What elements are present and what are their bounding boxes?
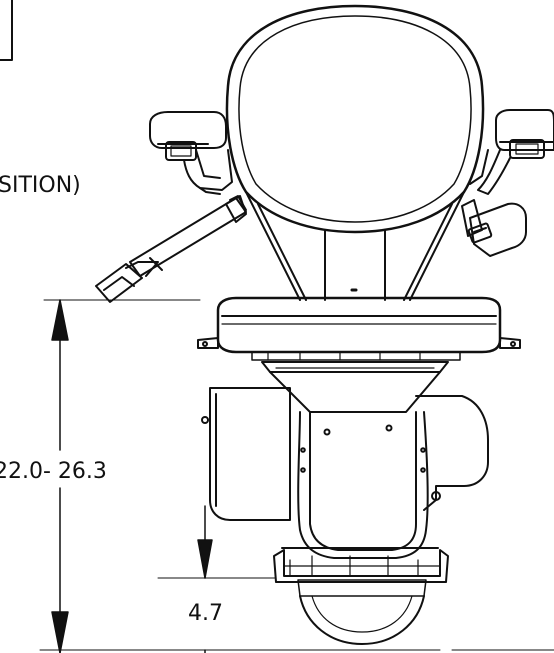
right-control-unit [461, 199, 527, 257]
seat-back [225, 4, 485, 234]
title-block-frame [0, 0, 13, 61]
position-note-label: SITION) [0, 173, 81, 198]
footrest [273, 547, 449, 645]
height-dimension [43, 299, 201, 653]
left-arm-lever [95, 195, 247, 303]
left-armrest [149, 111, 233, 195]
seat [197, 296, 521, 361]
drive-housing [201, 387, 489, 559]
footrest-dimension [39, 505, 554, 653]
backrest-post [245, 191, 465, 301]
footrest-dimension-label: 4.7 [188, 601, 223, 626]
height-dimension-label: 22.0- 26.3 [0, 459, 107, 484]
